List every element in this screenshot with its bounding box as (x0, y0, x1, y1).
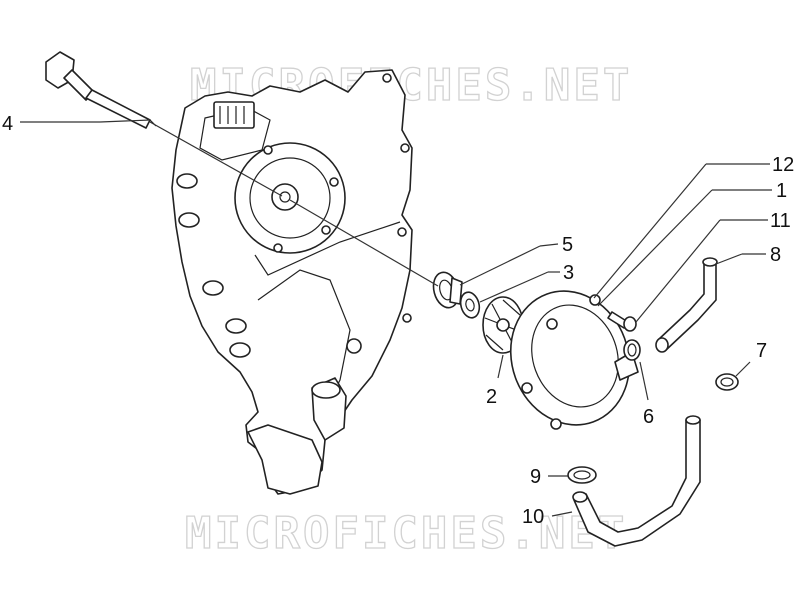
callout-8: 8 (770, 244, 781, 266)
callout-6: 6 (643, 406, 654, 428)
temperature-sensor (45, 51, 157, 129)
upper-hose (655, 257, 718, 353)
callout-3: 3 (563, 262, 574, 284)
water-pump-cover (509, 290, 639, 430)
engine-cover (171, 69, 413, 495)
watermark-bottom: MICROFICHES.NET (185, 508, 627, 559)
hose-clamp-small (623, 339, 641, 361)
callout-11: 11 (770, 210, 791, 232)
callout-4: 4 (2, 113, 13, 135)
hose-clamp-lower (567, 466, 597, 484)
callout-2: 2 (486, 386, 497, 408)
callout-7: 7 (756, 340, 767, 362)
hose-clamp (715, 373, 739, 391)
washer (459, 291, 481, 319)
callout-5: 5 (562, 234, 573, 256)
seal (432, 271, 463, 309)
callout-12: 12 (772, 154, 794, 176)
callout-10: 10 (522, 506, 544, 528)
lower-hose (572, 415, 701, 547)
screw (607, 311, 637, 332)
callout-1: 1 (776, 180, 787, 202)
callout-9: 9 (530, 466, 541, 488)
